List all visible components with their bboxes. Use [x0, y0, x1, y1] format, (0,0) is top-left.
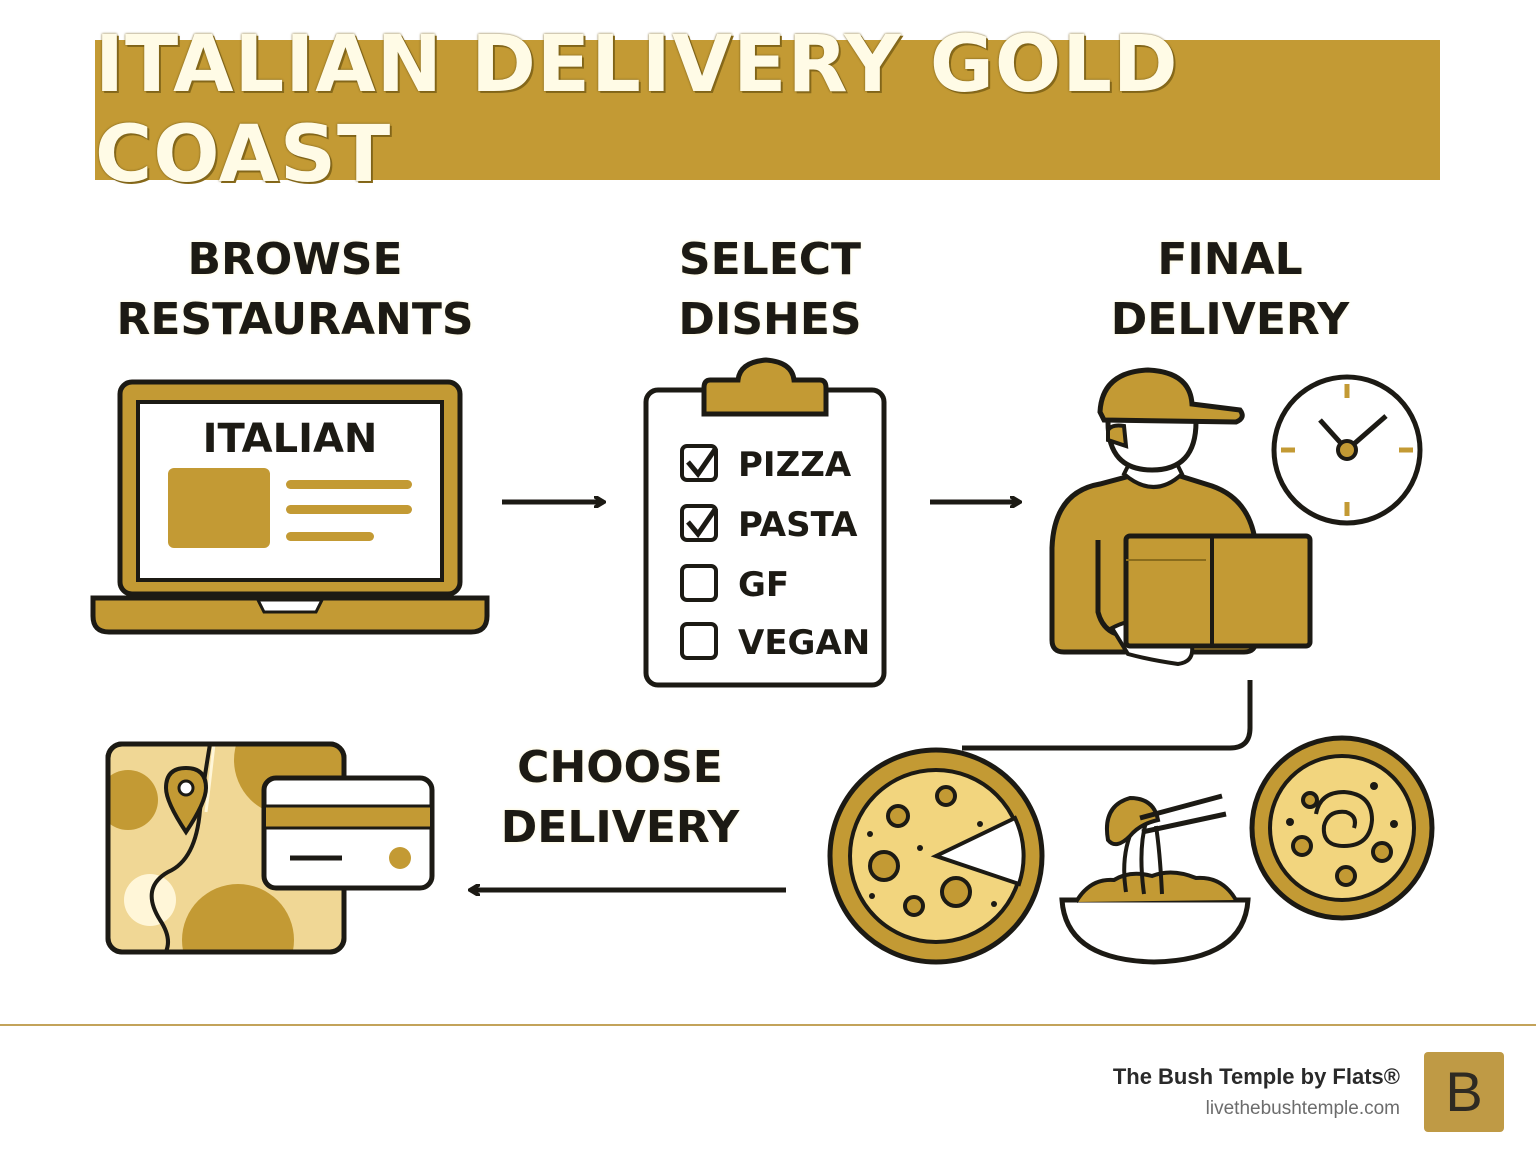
checklist-label-pasta: PASTA	[738, 505, 858, 545]
checklist-item-gf[interactable]: GF	[680, 564, 789, 605]
laptop-icon: ITALIAN	[90, 379, 490, 635]
dish-checklist: PIZZA PASTA GF VEGAN	[680, 444, 870, 663]
pasta-bowl-icon	[1059, 793, 1251, 965]
pasta-plate-icon	[1249, 735, 1435, 921]
brand-name: The Bush Temple by Flats®	[1112, 1064, 1400, 1089]
step-browse-title-line1: BROWSE	[187, 234, 403, 285]
step-browse-title: BROWSE RESTAURANTS	[95, 230, 495, 350]
laptop-screen-label: ITALIAN	[203, 416, 378, 462]
checklist-label-gf: GF	[738, 565, 789, 605]
checklist-item-pizza[interactable]: PIZZA	[680, 444, 852, 485]
brand-logo-letter: B	[1445, 1060, 1483, 1123]
step-choose-title: CHOOSE DELIVERY	[470, 738, 770, 858]
restaurant-image-placeholder	[168, 468, 270, 548]
delivery-box-icon	[1123, 533, 1313, 649]
step-select-title-line1: SELECT	[678, 234, 862, 285]
page-title: ITALIAN DELIVERY GOLD COAST	[95, 20, 1179, 200]
checklist-label-pizza: PIZZA	[738, 445, 852, 485]
title-banner: ITALIAN DELIVERY GOLD COAST	[95, 20, 1440, 200]
footer-divider	[0, 1024, 1536, 1026]
step-choose-title-line2: DELIVERY	[500, 802, 740, 853]
step-select-title-line2: DISHES	[678, 294, 862, 345]
step-final-title-line2: DELIVERY	[1110, 294, 1350, 345]
checkmark-icon	[686, 506, 719, 539]
step-final-title-line1: FINAL	[1157, 234, 1303, 285]
checklist-label-vegan: VEGAN	[738, 623, 870, 663]
checkmark-icon	[686, 446, 719, 479]
pizza-icon	[827, 747, 1045, 965]
brand-logo: B	[1424, 1052, 1504, 1132]
credit-card-icon	[261, 775, 435, 891]
checklist-item-vegan[interactable]: VEGAN	[680, 622, 870, 663]
clipboard-icon: PIZZA PASTA GF VEGAN	[643, 357, 887, 688]
process-illustration: ITALIAN PIZZA PASTA GF	[90, 357, 1435, 965]
connector-line	[962, 680, 1253, 751]
brand-url[interactable]: livethebushtemple.com	[1205, 1098, 1400, 1119]
checklist-item-pasta[interactable]: PASTA	[680, 504, 858, 545]
step-browse-title-line2: RESTAURANTS	[116, 294, 474, 345]
clock-icon	[1271, 374, 1423, 526]
step-select-title: SELECT DISHES	[620, 230, 920, 350]
location-pin-icon	[163, 765, 209, 836]
step-choose-title-line1: CHOOSE	[517, 742, 723, 793]
step-final-title: FINAL DELIVERY	[1080, 230, 1380, 350]
